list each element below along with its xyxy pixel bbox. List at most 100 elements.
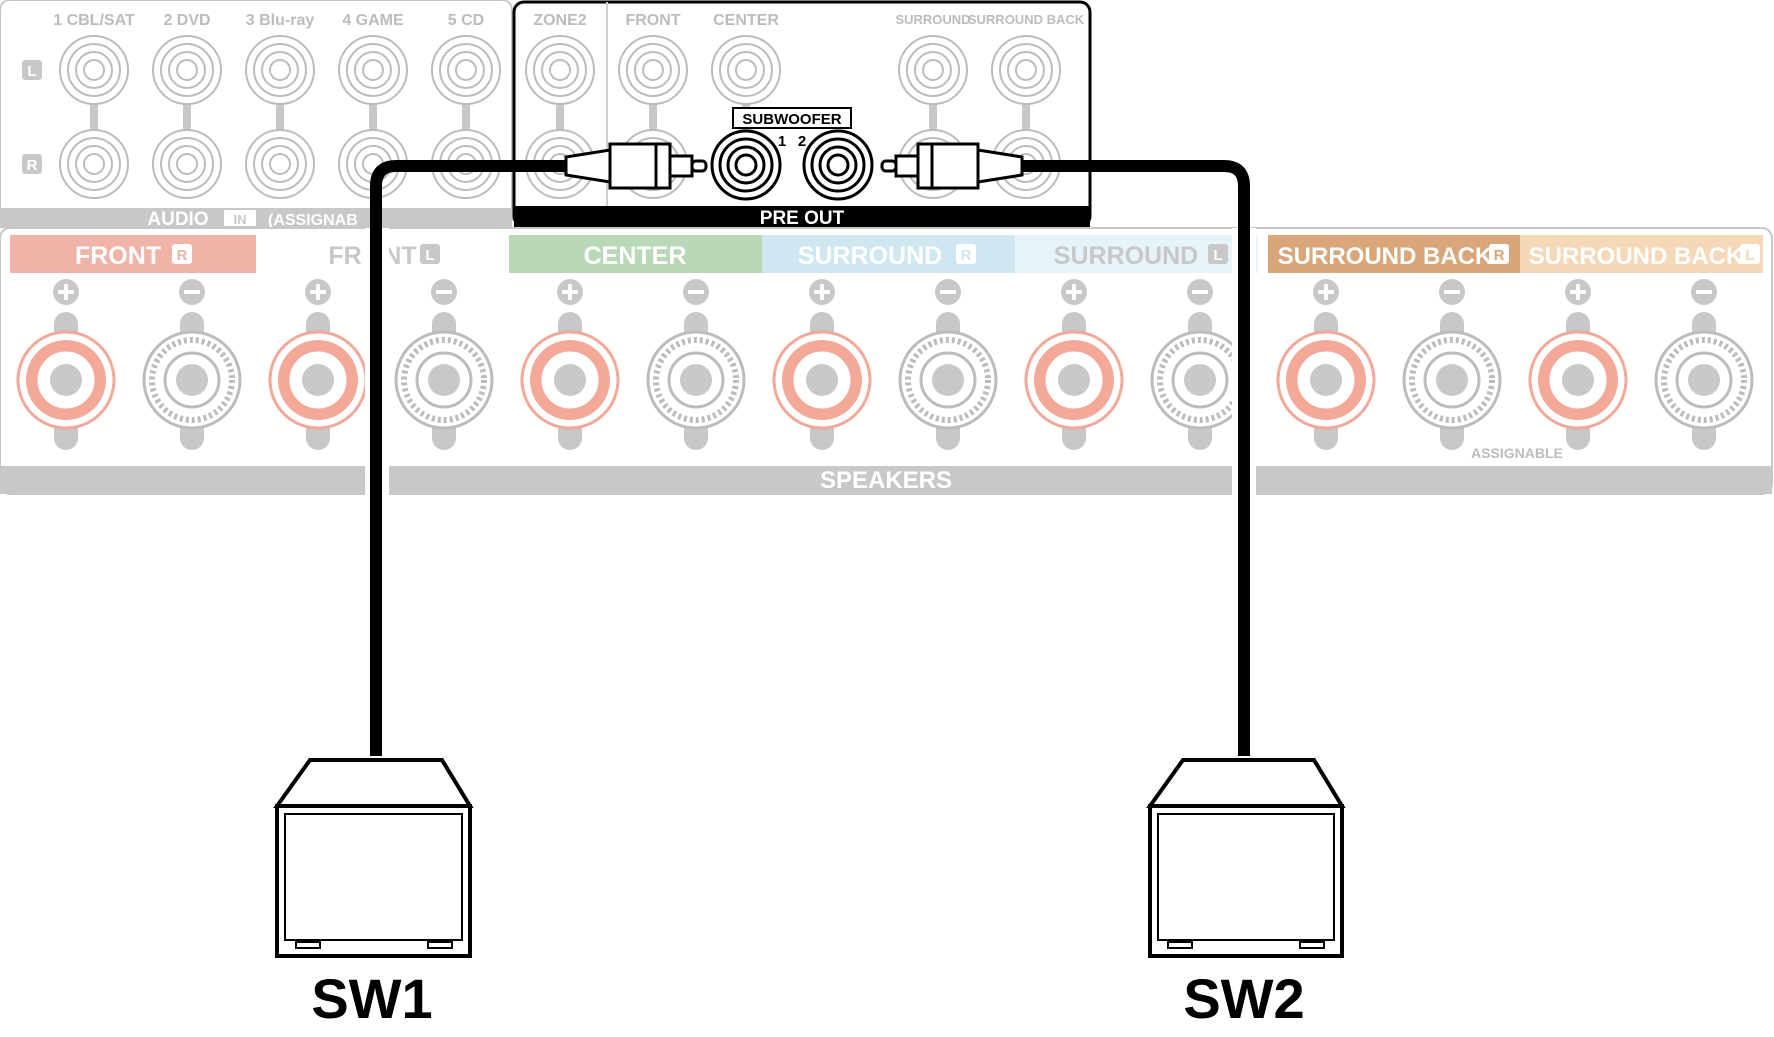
cable-sw1 — [370, 160, 566, 756]
in-badge-text: IN — [234, 212, 247, 227]
input-label-cbl-sat: 1 CBL/SAT — [53, 12, 135, 29]
surround-back-r-mark-box — [1489, 244, 1509, 264]
speaker-terminal-14 — [1654, 279, 1754, 450]
surround-back-l-mark: L — [1745, 247, 1754, 264]
audio-in-link-2 — [183, 100, 191, 134]
surround-l-label: SURROUND — [1054, 242, 1198, 270]
sw1-top — [273, 758, 474, 808]
front-r-mark: R — [177, 247, 188, 264]
input-label-bluray: 3 Blu-ray — [246, 12, 315, 29]
audio-in-link-3 — [276, 100, 284, 134]
sw1-label: SW1 — [311, 967, 432, 1030]
audio-in-link-4 — [369, 100, 377, 134]
surround-l-mark-box — [1208, 244, 1228, 264]
audio-in-jack-l-2 — [152, 35, 222, 105]
front-r-band — [10, 235, 256, 273]
sw2-grille — [1157, 813, 1335, 941]
pre-front-label: FRONT — [625, 12, 680, 29]
pre-surround-label: SURROUND — [895, 12, 970, 27]
audio-in-jack-r-2 — [152, 129, 222, 199]
sw1-body — [275, 804, 472, 958]
speaker-terminal-4 — [394, 279, 494, 450]
assignable-label: (ASSIGNAB — [268, 212, 358, 229]
surround-r-mark: R — [961, 247, 972, 264]
sw2-label: SW2 — [1183, 967, 1304, 1030]
surround-back-l-label: SURROUND BACK — [1529, 243, 1744, 270]
sw2-foot-left — [1167, 941, 1193, 949]
surround-r-label: SURROUND — [798, 242, 942, 270]
speaker-terminal-2 — [142, 279, 242, 450]
cable-sw2 — [1022, 160, 1250, 756]
front-l-mark: L — [425, 247, 434, 264]
center-label: CENTER — [584, 242, 687, 270]
audio-in-jacks — [59, 35, 501, 199]
sw1-grille — [284, 813, 463, 941]
zone2-label: ZONE2 — [533, 12, 586, 29]
speakers-footer-bar — [0, 466, 1772, 494]
pre-out-label: PRE OUT — [760, 208, 845, 229]
sw2-foot-right — [1299, 941, 1325, 949]
audio-in-jack-l-1 — [59, 35, 129, 105]
speaker-terminal-12 — [1402, 279, 1502, 450]
speaker-terminal-3 — [268, 279, 368, 450]
speaker-terminal-6 — [646, 279, 746, 450]
speaker-terminal-5 — [520, 279, 620, 450]
front-r-label: FRONT — [75, 242, 161, 270]
subwoofer-2-label: 2 — [798, 133, 806, 150]
front-r-mark-box — [172, 244, 192, 264]
audio-in-jack-l-4 — [338, 35, 408, 105]
speaker-terminal-1 — [16, 279, 116, 450]
left-channel-badge — [22, 60, 42, 80]
subwoofer-sw1 — [273, 758, 474, 958]
pre-out-jack-top-3 — [711, 35, 781, 105]
pre-out-panel: ZONE2 FRONT CENTER SURROUND SURROUND BAC… — [512, 0, 1092, 229]
subwoofer-label: SUBWOOFER — [742, 111, 841, 128]
audio-in-jack-l-3 — [245, 35, 315, 105]
speaker-terminal-9 — [1024, 279, 1124, 450]
pre-out-jacks — [525, 35, 1061, 204]
pre-out-jack-top-5 — [991, 35, 1061, 105]
input-label-game: 4 GAME — [342, 12, 404, 29]
speaker-terminal-11 — [1276, 279, 1376, 450]
pre-out-link-4 — [929, 100, 937, 134]
surround-back-l-mark-box — [1740, 244, 1760, 264]
pre-out-jack-top-2 — [618, 35, 688, 105]
front-l-label-a: FR — [328, 242, 361, 270]
center-band — [509, 235, 762, 273]
pre-out-link-1 — [556, 100, 564, 134]
right-channel-badge — [22, 154, 42, 174]
pre-out-jack-top-1 — [525, 35, 595, 105]
speakers-label: SPEAKERS — [820, 467, 952, 494]
speaker-terminal-8 — [898, 279, 998, 450]
subwoofer-jack-2 — [802, 129, 874, 201]
speaker-terminal-7 — [772, 279, 872, 450]
speaker-terminals — [16, 279, 1754, 450]
audio-in-label: AUDIO — [147, 209, 208, 230]
speakers-panel: FRONT R FR NT L CENTER SURROUND R SURROU… — [0, 227, 1773, 495]
subwoofer-jack-1 — [710, 129, 782, 201]
surround-back-r-band — [1268, 235, 1520, 273]
in-badge-box — [224, 210, 256, 226]
subwoofer-label-box — [732, 107, 852, 129]
subwoofer-1-label: 1 — [778, 133, 786, 150]
surround-back-r-mark: R — [1494, 247, 1505, 264]
pre-out-link-2 — [649, 100, 657, 134]
subwoofer-sw2 — [1146, 758, 1346, 958]
sw1-foot-right — [427, 941, 453, 949]
subwoofer-cables — [370, 160, 1250, 756]
pre-center-label: CENTER — [713, 12, 779, 29]
surround-r-mark-box — [956, 244, 976, 264]
speakers-assignable-label: ASSIGNABLE — [1471, 445, 1563, 461]
front-l-mark-box — [420, 244, 440, 264]
sw1-foot-left — [295, 941, 321, 949]
rca-plug-sw1 — [564, 142, 708, 190]
audio-in-jack-r-3 — [245, 129, 315, 199]
speaker-terminal-13 — [1528, 279, 1628, 450]
pre-out-jack-top-4 — [898, 35, 968, 105]
sw2-top — [1146, 758, 1346, 808]
pre-out-link-5 — [1022, 100, 1030, 134]
audio-in-panel: 1 CBL/SAT 2 DVD 3 Blu-ray 4 GAME 5 CD L … — [0, 0, 513, 230]
input-label-cd: 5 CD — [448, 12, 484, 29]
pre-out-footer-bar — [514, 206, 1090, 228]
